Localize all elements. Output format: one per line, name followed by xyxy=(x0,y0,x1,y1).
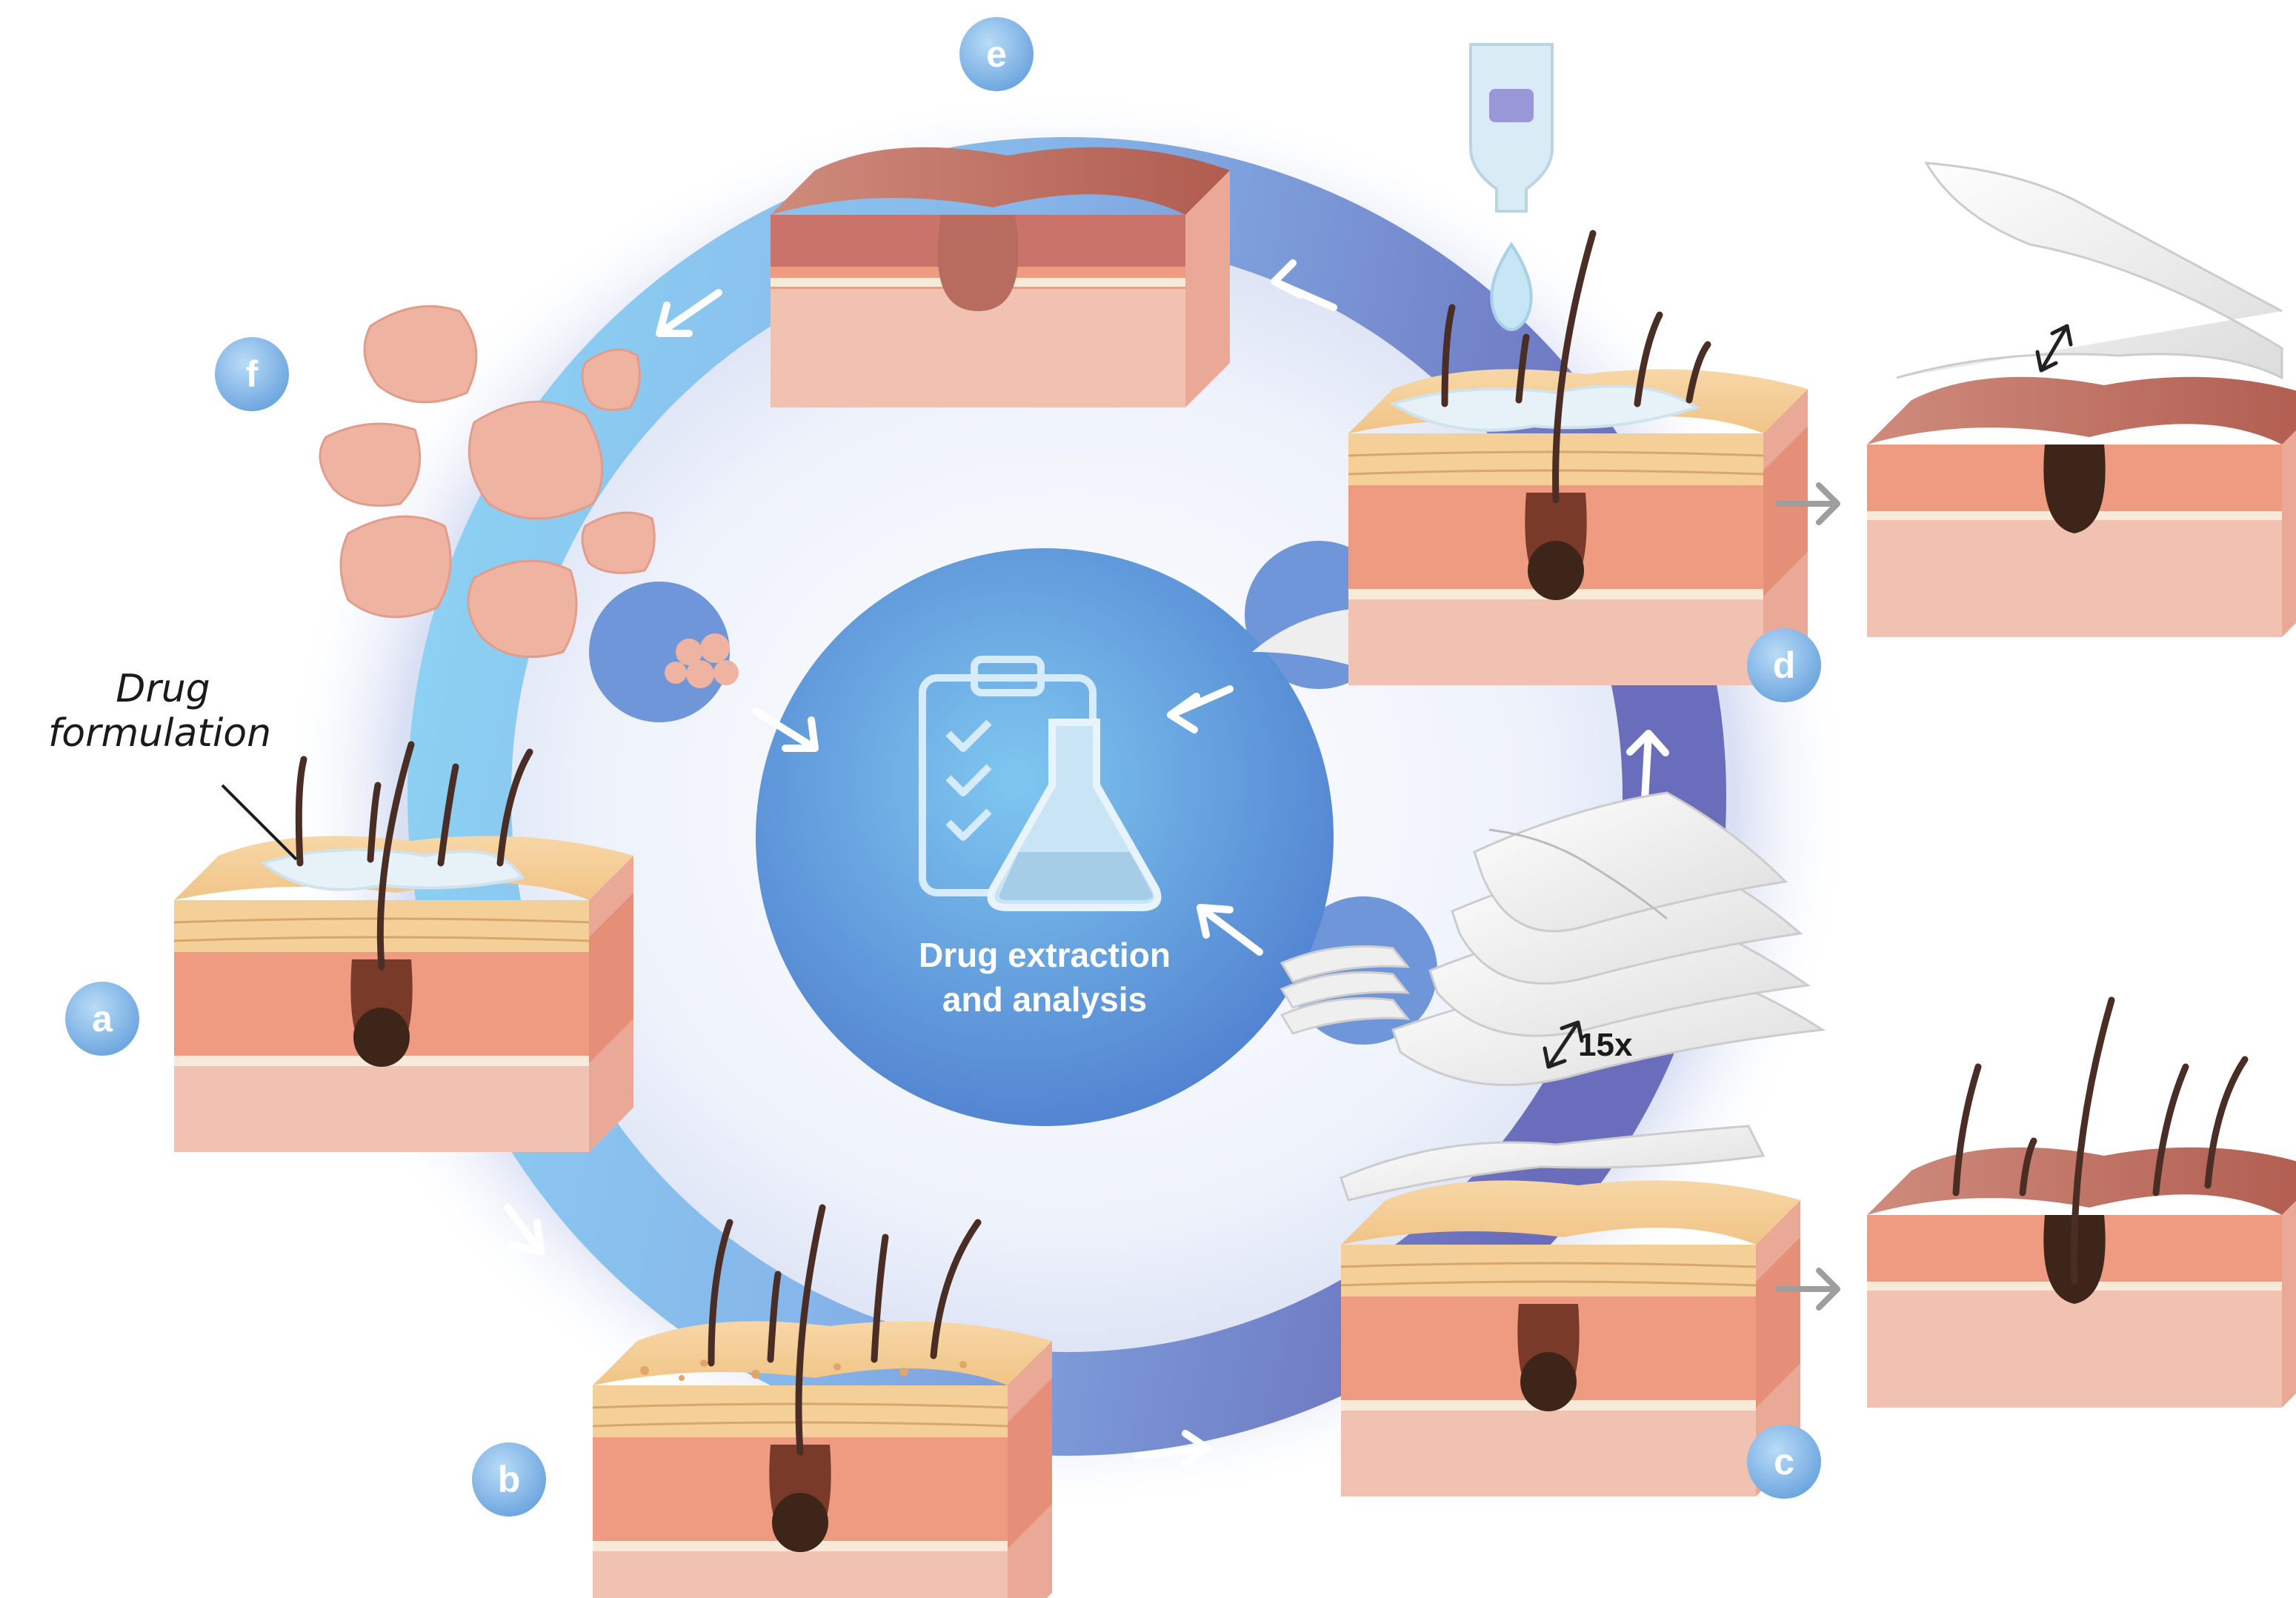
step-label-d: d xyxy=(1773,645,1796,686)
arrow-flakes-to-center xyxy=(752,708,819,752)
skin-block-e xyxy=(771,147,1230,407)
ring-arrow-b-to-c xyxy=(1134,1430,1211,1467)
solution-layer xyxy=(1389,384,1700,432)
step-label-f: f xyxy=(246,353,259,395)
step-label-b: b xyxy=(498,1459,521,1500)
step-badge-c: c xyxy=(1747,1425,1821,1499)
side-arrow-d xyxy=(1775,482,1840,525)
tape-thumbnail-icon xyxy=(1252,607,1378,667)
formulation-layer xyxy=(259,848,525,891)
step-label-a: a xyxy=(92,998,113,1039)
step-badge-a: a xyxy=(65,982,139,1056)
formulation-pointer xyxy=(221,784,298,861)
arrow-tape-to-center xyxy=(1167,685,1234,733)
hairs xyxy=(295,741,533,971)
hairs xyxy=(1441,230,1711,504)
center-title-line2: and analysis xyxy=(942,980,1147,1019)
tape-stack-thumbnail-icon xyxy=(1280,945,1411,1035)
step-badge-e: e xyxy=(959,17,1034,91)
skin-block-c xyxy=(1340,1179,1802,1498)
arrow-stack-to-center xyxy=(1197,904,1263,956)
step-badge-d: d xyxy=(1747,628,1821,702)
skin-block-a xyxy=(173,741,635,1153)
hairs xyxy=(708,1204,982,1456)
skin-block-b xyxy=(591,1204,1054,1598)
hairs xyxy=(1952,996,2249,1285)
skin-block-stripped xyxy=(1867,996,2296,1408)
ring-arrow-c-to-d xyxy=(1626,730,1669,804)
center-analysis-group: Drug extraction and analysis xyxy=(589,541,1437,1126)
repeat-count-label: 15x xyxy=(1578,1027,1633,1063)
peeling-tape xyxy=(1896,162,2283,380)
skin-flakes xyxy=(319,304,656,659)
formulation-label: Drug formulation xyxy=(48,667,271,756)
skin-block-tape-peel xyxy=(1867,376,2296,637)
drop-icon xyxy=(1490,242,1533,331)
flake-thumbnail-icon xyxy=(665,633,739,688)
repeat-arrow-icon xyxy=(1543,1020,1584,1069)
side-arrow-c xyxy=(1775,1268,1840,1311)
step-label-e: e xyxy=(986,33,1007,75)
dropper-bottle-icon xyxy=(1469,43,1554,331)
flask-icon xyxy=(987,719,1162,911)
ring-arrow-d-to-e xyxy=(1271,259,1337,311)
ring-arrow-e-to-f xyxy=(656,289,722,337)
step-badge-f: f xyxy=(215,337,289,411)
skin-block-d xyxy=(1347,230,1809,687)
step-label-c: c xyxy=(1774,1441,1794,1482)
formulation-label-line1: Drug xyxy=(116,667,210,711)
formulation-label-line2: formulation xyxy=(48,711,272,756)
center-title-line1: Drug extraction xyxy=(919,936,1171,974)
ring-arrow-a-to-b xyxy=(504,1204,545,1256)
tape-stack xyxy=(1340,791,1826,1202)
skin-particles xyxy=(640,1349,967,1381)
step-badge-b: b xyxy=(472,1442,546,1517)
peel-arrow-icon xyxy=(2035,324,2073,373)
